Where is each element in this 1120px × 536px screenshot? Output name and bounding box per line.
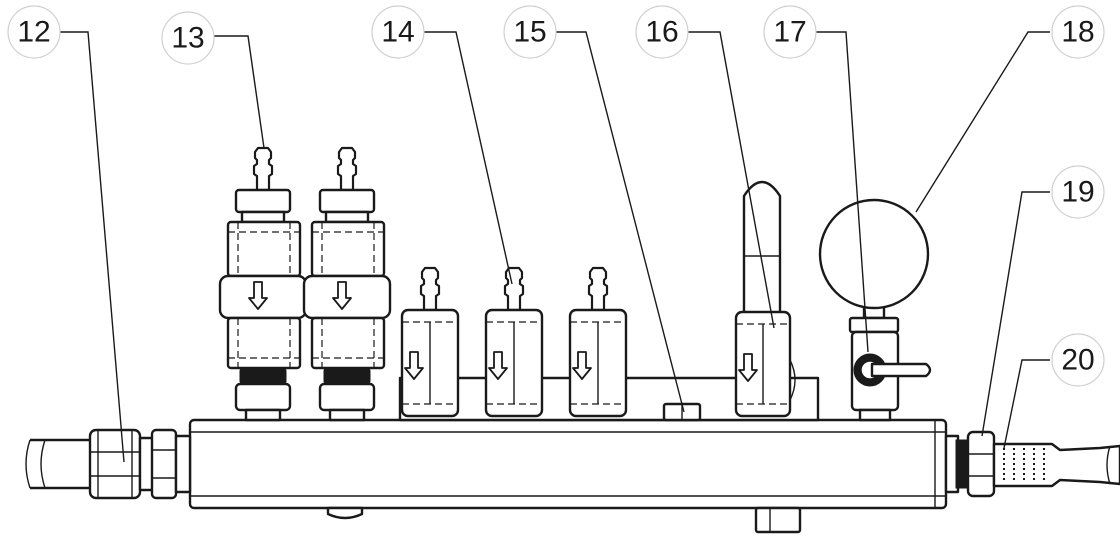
inlet-fitting — [25, 428, 192, 500]
callout-16: 16 — [635, 5, 689, 59]
callout-20-label: 20 — [1061, 344, 1094, 377]
callout-18-label: 18 — [1061, 16, 1094, 49]
callout-16-label: 16 — [645, 16, 678, 49]
callout-15-label: 15 — [513, 16, 546, 49]
lever-valve — [734, 180, 796, 418]
callout-17-label: 17 — [773, 16, 806, 49]
callout-12-label: 12 — [17, 16, 50, 49]
leader-16 — [688, 31, 775, 329]
callout-14-label: 14 — [381, 16, 414, 49]
leader-lines — [58, 31, 1050, 463]
manifold-body — [188, 376, 948, 534]
filter-valve-2 — [302, 146, 392, 422]
small-valve-1 — [400, 266, 460, 418]
gauge-valve — [848, 288, 932, 422]
callout-19: 19 — [1051, 165, 1105, 219]
small-valve-2 — [484, 266, 544, 418]
callout-18: 18 — [1051, 5, 1105, 59]
pressure-gauge — [818, 198, 930, 310]
callout-14: 14 — [371, 5, 425, 59]
leader-13 — [214, 35, 265, 149]
leader-18 — [915, 31, 1050, 213]
callout-20: 20 — [1051, 333, 1105, 387]
leader-14 — [424, 31, 513, 285]
callout-13-label: 13 — [171, 22, 204, 55]
callout-17: 17 — [763, 5, 817, 59]
leader-12 — [58, 31, 125, 463]
leader-20 — [1003, 359, 1050, 449]
callout-19-label: 19 — [1061, 176, 1094, 209]
leader-19 — [981, 191, 1050, 437]
leader-15 — [556, 31, 685, 413]
outlet-fitting — [944, 430, 1120, 498]
small-valve-3 — [568, 266, 628, 418]
filter-valve-1 — [218, 146, 308, 422]
callout-12: 12 — [7, 5, 61, 59]
callout-15: 15 — [503, 5, 557, 59]
leader-17 — [816, 31, 869, 353]
callout-13: 13 — [161, 11, 215, 65]
